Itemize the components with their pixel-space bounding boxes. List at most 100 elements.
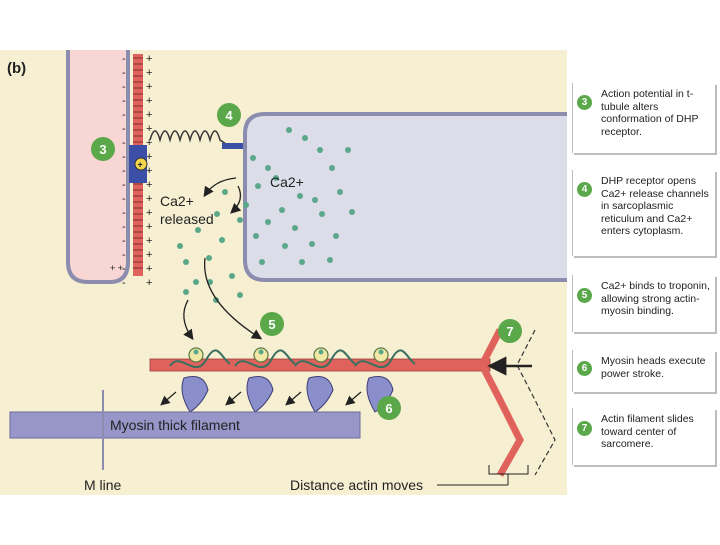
- step-badge-5: 5: [577, 288, 592, 303]
- calcium-ion: [265, 165, 271, 171]
- coil-linker: [149, 130, 233, 149]
- calcium-ion: [237, 217, 243, 223]
- step-box-6: 6 Myosin heads execute power stroke.: [572, 350, 715, 392]
- calcium-ion: [250, 155, 256, 161]
- dhp-plus-sign: +: [138, 160, 143, 170]
- calcium-ion: [299, 259, 305, 265]
- minus-sign: -: [122, 235, 126, 247]
- myosin-thick-filament: [9, 411, 361, 439]
- troponin: [313, 347, 329, 363]
- binding-arrow-2: [203, 257, 263, 340]
- calcium-ion: [253, 233, 259, 239]
- calcium-ion: [309, 241, 315, 247]
- plus-sign: +: [146, 165, 152, 177]
- marker-5: 5: [260, 312, 284, 336]
- step-box-3: 3 Action potential in t-tubule alters co…: [572, 83, 715, 153]
- myosin-head: [246, 376, 274, 413]
- marker-4: 4: [217, 103, 241, 127]
- plus-sign: +: [146, 179, 152, 191]
- calcium-ion: [327, 257, 333, 263]
- plus-sign: +: [146, 81, 152, 93]
- calcium-ion: [279, 207, 285, 213]
- step-text-4: DHP receptor opens Ca2+ release channels…: [601, 175, 709, 237]
- calcium-ion: [183, 259, 189, 265]
- bound-calcium: [193, 349, 199, 355]
- plus-sign: +: [146, 249, 152, 261]
- ca-cytoplasm-label: Ca2+: [270, 174, 304, 190]
- minus-sign: -: [122, 263, 126, 275]
- calcium-ion: [206, 255, 212, 261]
- plus-sign: +: [146, 137, 152, 149]
- minus-sign: -: [122, 249, 126, 261]
- calcium-ion: [214, 211, 220, 217]
- calcium-ion: [255, 183, 261, 189]
- ca-released-label-2: released: [160, 211, 214, 227]
- bound-calcium: [318, 349, 324, 355]
- release-arrow-1: [203, 177, 237, 198]
- release-arrow-2: [230, 185, 242, 214]
- bound-calcium: [378, 349, 384, 355]
- ca-released-label-1: Ca2+: [160, 193, 194, 209]
- plus-signs: +++++++++++++++++: [146, 53, 152, 289]
- calcium-ion: [349, 209, 355, 215]
- calcium-ions: [177, 127, 355, 303]
- power-stroke-arrow: [285, 391, 302, 406]
- calcium-ion: [193, 279, 199, 285]
- plus-sign: +: [146, 221, 152, 233]
- calcium-ion: [312, 197, 318, 203]
- plus-sign: +: [146, 207, 152, 219]
- plus-sign: +: [146, 235, 152, 247]
- step-text-7: Actin filament slides toward center of s…: [601, 413, 694, 450]
- minus-sign: -: [122, 193, 126, 205]
- minus-sign: -: [122, 53, 126, 65]
- calcium-ion: [302, 135, 308, 141]
- calcium-ion: [286, 127, 292, 133]
- step-text-5: Ca2+ binds to troponin, allowing strong …: [601, 280, 710, 317]
- binding-arrow-1: [183, 299, 194, 341]
- calcium-ion: [237, 292, 243, 298]
- svg-text:7: 7: [506, 324, 513, 339]
- step-badge-7: 7: [577, 421, 592, 436]
- power-stroke-arrow: [160, 391, 177, 406]
- step-text-6: Myosin heads execute power stroke.: [601, 355, 706, 380]
- step-box-4: 4 DHP receptor opens Ca2+ release channe…: [572, 170, 715, 256]
- troponin: [253, 347, 269, 363]
- minus-sign: -: [122, 123, 126, 135]
- minus-sign: -: [122, 277, 126, 289]
- calcium-ion: [333, 233, 339, 239]
- calcium-ion: [317, 147, 323, 153]
- plus-sign: +: [146, 53, 152, 65]
- minus-sign: -: [122, 109, 126, 121]
- svg-text:6: 6: [385, 401, 392, 416]
- panel-label: (b): [7, 60, 27, 77]
- tropomyosin-strand: [294, 349, 356, 368]
- minus-sign: -: [122, 95, 126, 107]
- troponin: [373, 347, 389, 363]
- step-box-7: 7 Actin filament slides toward center of…: [572, 408, 715, 465]
- calcium-ion: [292, 225, 298, 231]
- minus-sign: -: [122, 221, 126, 233]
- plus-sign: +: [146, 263, 152, 275]
- calcium-ion: [259, 259, 265, 265]
- bound-calcium: [258, 349, 264, 355]
- calcium-ion: [282, 243, 288, 249]
- svg-text:3: 3: [99, 142, 106, 157]
- dhp-receptor-charge: [134, 157, 148, 171]
- calcium-ion: [219, 237, 225, 243]
- t-tubule-plus-sign: + +: [110, 263, 123, 273]
- sarcoplasmic-reticulum: [243, 112, 567, 282]
- calcium-ion: [345, 147, 351, 153]
- myosin-heads: [160, 347, 416, 413]
- minus-sign: -: [122, 151, 126, 163]
- m-line-label: M line: [84, 477, 122, 493]
- svg-text:4: 4: [225, 108, 233, 123]
- step-badge-4: 4: [577, 182, 592, 197]
- marker-7: 7: [498, 319, 522, 343]
- calcium-ion: [195, 227, 201, 233]
- calcium-ion: [329, 165, 335, 171]
- step-box-5: 5 Ca2+ binds to troponin, allowing stron…: [572, 275, 715, 332]
- calcium-ion: [243, 202, 249, 208]
- minus-signs: -----------------: [122, 53, 126, 289]
- calcium-ion: [229, 273, 235, 279]
